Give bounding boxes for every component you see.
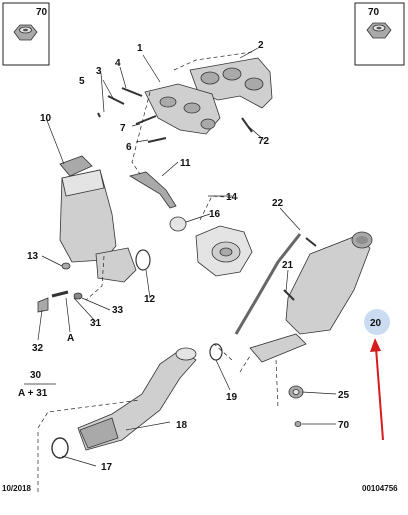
pipe-clamps (51, 343, 304, 459)
callout-33: 33 (112, 305, 124, 316)
footer-date: 10/2018 (2, 484, 31, 493)
callout-20-highlight (364, 309, 390, 335)
callout-17: 17 (101, 462, 113, 473)
callout-20: 20 (370, 318, 382, 329)
inset-nut-left: 70 (2, 2, 50, 66)
clamps (61, 216, 187, 300)
callout-13: 13 (27, 251, 39, 262)
front-pipe (77, 347, 197, 451)
callout-14: 14 (226, 192, 238, 203)
callout-18: 18 (176, 420, 188, 431)
callout-19: 19 (226, 392, 238, 403)
leader-lines (37, 47, 337, 467)
callout-12: 12 (144, 294, 156, 305)
callout-70-topleft: 70 (36, 7, 48, 18)
callout-25: 25 (338, 390, 350, 401)
callout-32: 32 (32, 343, 44, 354)
hanger-rod (234, 233, 317, 335)
routing-lines (37, 51, 279, 492)
callout-2: 2 (258, 40, 264, 51)
manifold-flange (144, 83, 221, 135)
callout-30: 30 (30, 370, 42, 381)
callout-72: 72 (258, 136, 270, 147)
callout-7: 7 (120, 123, 126, 134)
callout-3: 3 (96, 66, 102, 77)
callout-5: 5 (79, 76, 85, 87)
sensor-assembly (37, 290, 69, 313)
callout-31: 31 (90, 318, 102, 329)
callout-A: A (67, 333, 74, 344)
turbocharger (195, 225, 253, 277)
studs (97, 87, 253, 143)
callout-22: 22 (272, 198, 284, 209)
callout-21: 21 (282, 260, 294, 271)
callout-11: 11 (180, 158, 191, 169)
rear-silencer (249, 231, 373, 363)
bracket (128, 171, 177, 209)
callout-10: 10 (40, 113, 52, 124)
callout-4: 4 (115, 58, 121, 69)
callout-16: 16 (209, 209, 221, 220)
callout-A-plus-31: A + 31 (18, 388, 48, 399)
footer-reference: 00104756 (362, 484, 398, 493)
red-arrow (370, 338, 384, 441)
callout-6: 6 (126, 142, 132, 153)
catalytic-converter (59, 155, 137, 283)
inset-nut-right: 70 (354, 2, 405, 66)
callout-70-topright: 70 (368, 7, 380, 18)
callout-1: 1 (137, 43, 143, 54)
callout-70-bottom: 70 (338, 420, 350, 431)
